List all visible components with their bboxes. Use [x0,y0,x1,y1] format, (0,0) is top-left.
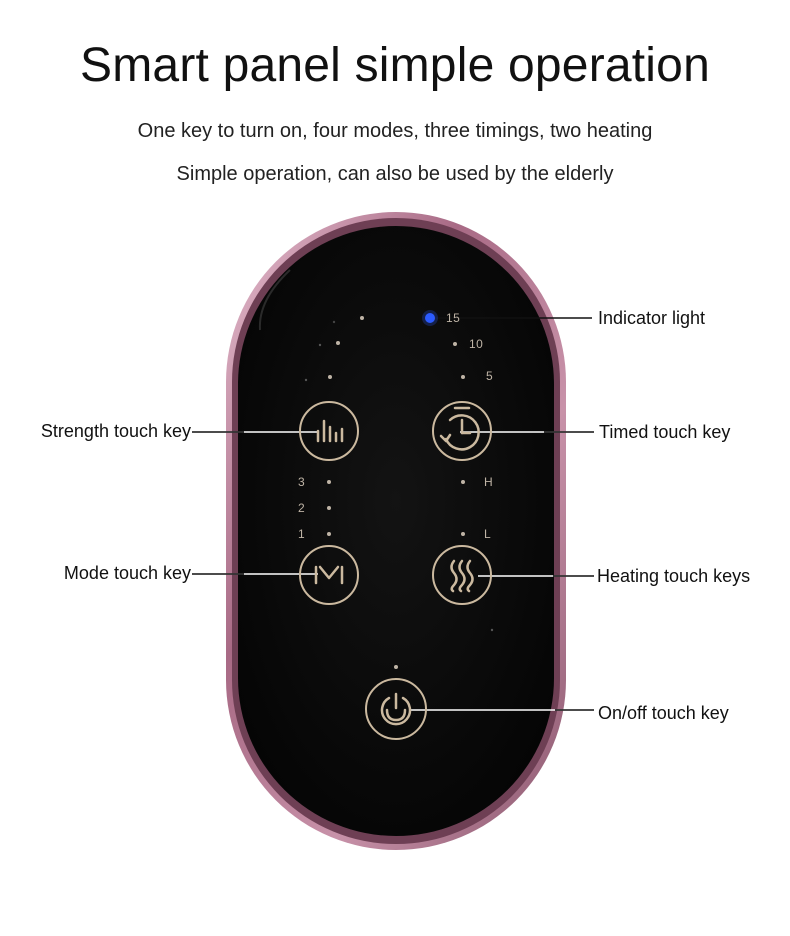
heat-label-low: L [484,527,492,541]
heating-touch-key[interactable] [432,545,492,605]
power-icon [380,692,412,726]
mode-label-2: 2 [298,501,306,515]
strength-touch-key[interactable] [299,401,359,461]
callout-timed-touch-key: Timed touch key [599,422,731,442]
heat-waves-icon [450,559,474,593]
page-title: Smart panel simple operation [80,39,710,92]
timer-label-10: 10 [469,337,484,351]
mode-label-3: 3 [298,475,306,489]
subtitle-line-1: One key to turn on, four modes, three ti… [137,120,653,142]
timed-touch-key[interactable] [432,401,492,461]
timer-label-15: 15 [446,311,461,325]
device-panel [238,226,554,836]
callout-mode-touch-key: Mode touch key [63,563,191,583]
mode-label-1: 1 [298,527,306,541]
callout-indicator-light: Indicator light [598,308,706,328]
mode-m-icon [314,565,344,585]
mode-touch-key[interactable] [299,545,359,605]
timer-label-5: 5 [486,369,494,383]
onoff-touch-key[interactable] [365,678,427,740]
heat-label-high: H [484,475,494,489]
subtitle-line-2: Simple operation, can also be used by th… [176,163,614,185]
timer-icon [439,406,480,451]
callout-strength-touch-key: Strength touch key [40,421,191,441]
callout-onoff-touch-key: On/off touch key [598,703,729,723]
indicator-light-active [425,313,435,323]
callout-heating-touch-keys: Heating touch keys [597,566,751,586]
strength-bars-icon [316,419,344,443]
